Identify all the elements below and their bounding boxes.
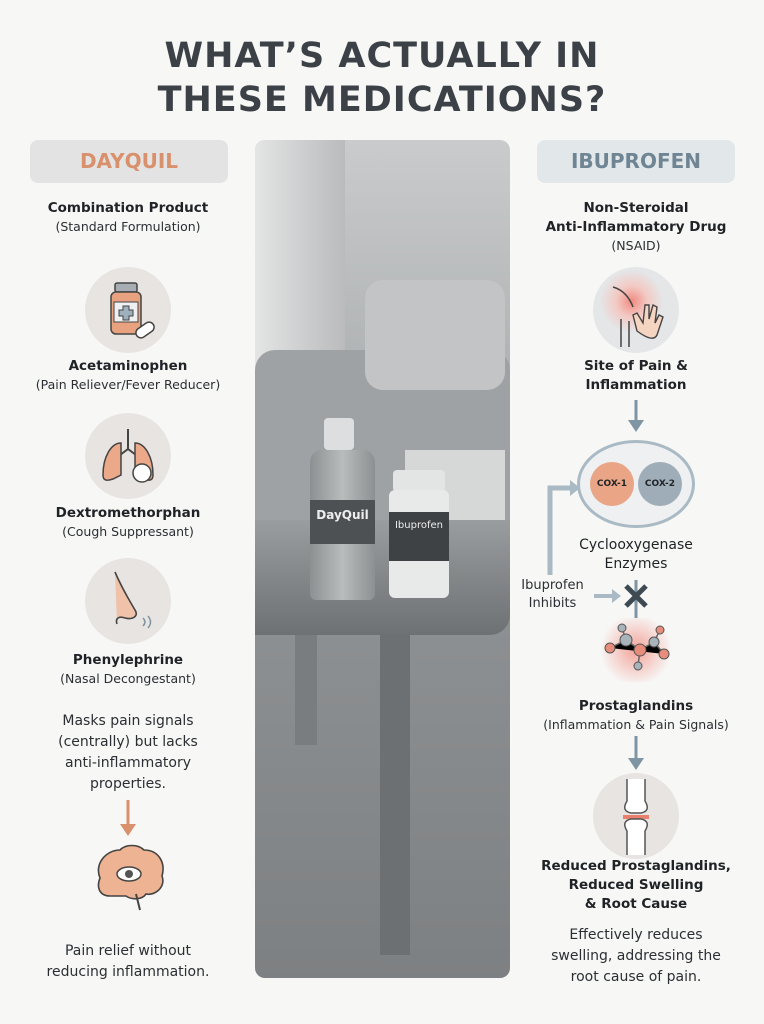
dayquil-note: Masks pain signals (centrally) but lacks… [8, 711, 248, 795]
ingredient-acetaminophen: Acetaminophen (Pain Reliever/Fever Reduc… [8, 357, 248, 394]
note-line: Masks pain signals [62, 713, 194, 729]
site-line: Site of Pain & [584, 358, 688, 374]
title-line-1: WHAT’S ACTUALLY IN [164, 36, 600, 76]
arrow-down-icon [628, 736, 644, 770]
note-line: (centrally) but lacks [58, 734, 198, 750]
page-title: WHAT’S ACTUALLY IN THESE MEDICATIONS? [0, 34, 764, 122]
ingredient-role: (Nasal Decongestant) [60, 671, 196, 686]
ingredient-role: (Pain Reliever/Fever Reducer) [35, 377, 221, 392]
nose-icon [85, 558, 171, 644]
reduced-line: Reduced Prostaglandins, [541, 858, 731, 874]
ibuprofen-type: Non-Steroidal Anti-Inflammatory Drug (NS… [516, 199, 756, 255]
arrow-down-icon [120, 800, 136, 836]
dayquil-bottle: DayQuil [310, 450, 375, 600]
brain-icon [86, 842, 172, 916]
result-line: root cause of pain. [570, 969, 702, 985]
cox1-enzyme: COX-1 [590, 462, 634, 506]
prostaglandins-sub: (Inflammation & Pain Signals) [543, 717, 729, 732]
result-line: swelling, addressing the [551, 948, 721, 964]
inhibits-line: Ibuprofen [521, 578, 584, 593]
dayquil-header: DAYQUIL [30, 140, 228, 183]
cyclooxygenase-enzymes: Cyclooxygenase Enzymes [516, 536, 756, 574]
cox2-enzyme: COX-2 [638, 462, 682, 506]
enzymes-line: Enzymes [604, 556, 668, 572]
type-title: Anti-Inflammatory Drug [545, 219, 727, 235]
ibuprofen-header: IBUPROFEN [537, 140, 735, 183]
healthy-joint-icon [593, 773, 679, 859]
ibuprofen-bottle-label: Ibuprofen [389, 512, 449, 561]
ingredient-name: Phenylephrine [72, 652, 184, 668]
type-title: Combination Product [47, 200, 209, 216]
inhibition-arrows [547, 480, 648, 638]
prostaglandins-title: Prostaglandins [578, 698, 694, 714]
bottle-cap [324, 418, 354, 450]
dayquil-result: Pain relief without reducing inflammatio… [8, 941, 248, 983]
site-line: Inflammation [585, 377, 687, 393]
pill-bottle-icon [85, 267, 171, 353]
inhibits-line: Inhibits [528, 596, 577, 611]
type-title: Non-Steroidal [583, 200, 689, 216]
table-leg [295, 635, 317, 745]
reduced-line: Reduced Swelling [568, 877, 704, 893]
type-sub: (NSAID) [611, 238, 661, 253]
bottle-cap [393, 470, 445, 492]
table-top [255, 520, 510, 635]
ingredient-dextromethorphan: Dextromethorphan (Cough Suppressant) [8, 504, 248, 541]
ingredient-role: (Cough Suppressant) [62, 524, 194, 539]
type-sub: (Standard Formulation) [55, 219, 201, 234]
result-line: Effectively reduces [569, 927, 703, 943]
dayquil-type: Combination Product (Standard Formulatio… [8, 199, 248, 236]
note-line: anti-inflammatory [65, 755, 191, 771]
product-photo: DayQuil Ibuprofen [255, 140, 510, 978]
cushion [365, 280, 505, 390]
reduced-line: & Root Cause [584, 896, 688, 912]
ingredient-name: Dextromethorphan [55, 505, 201, 521]
ibuprofen-result: Effectively reduces swelling, addressing… [516, 925, 756, 988]
ingredient-name: Acetaminophen [68, 358, 188, 374]
lungs-icon [85, 413, 171, 499]
arrow-down-icon [628, 400, 644, 432]
ingredient-phenylephrine: Phenylephrine (Nasal Decongestant) [8, 651, 248, 688]
prostaglandins: Prostaglandins (Inflammation & Pain Sign… [516, 697, 756, 734]
ibuprofen-inhibits-label: Ibuprofen Inhibits [515, 577, 590, 613]
result-line: reducing inflammation. [46, 964, 210, 980]
prostaglandin-molecule-icon [596, 618, 676, 682]
reduced-outcome: Reduced Prostaglandins, Reduced Swelling… [516, 857, 756, 914]
title-line-2: THESE MEDICATIONS? [157, 80, 607, 120]
note-line: properties. [90, 776, 166, 792]
ibuprofen-bottle: Ibuprofen [389, 490, 449, 598]
dayquil-bottle-label: DayQuil [310, 500, 375, 544]
result-line: Pain relief without [64, 943, 192, 959]
table-leg [380, 635, 410, 955]
site-of-pain: Site of Pain & Inflammation [516, 357, 756, 395]
enzymes-line: Cyclooxygenase [579, 537, 693, 553]
joint-pain-icon [593, 267, 679, 353]
